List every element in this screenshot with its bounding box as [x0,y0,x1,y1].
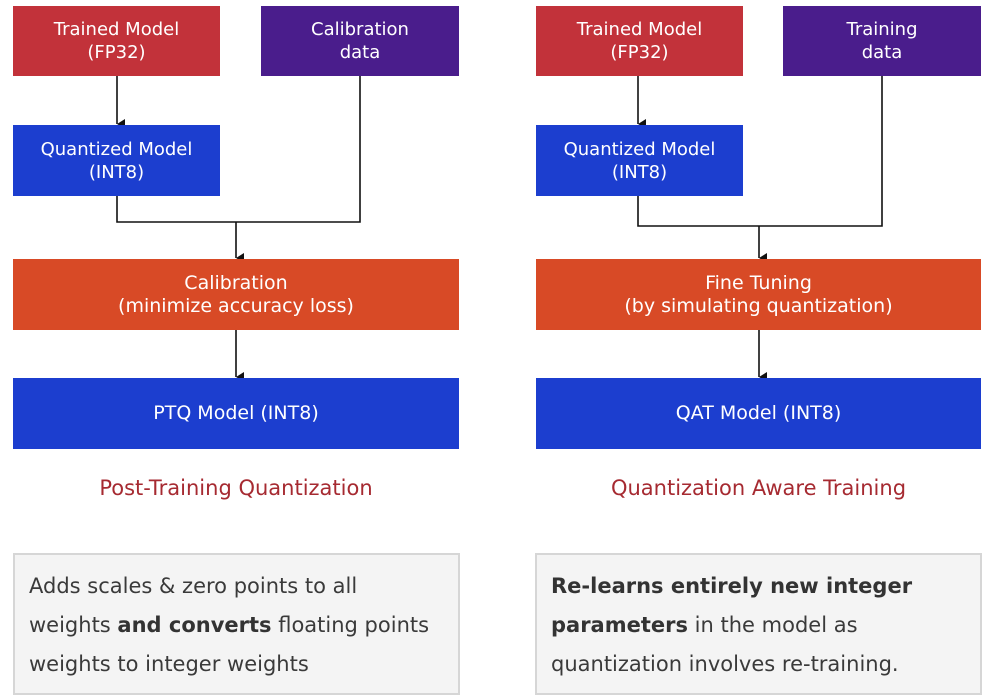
ptq-result-model-box: PTQ Model (INT8) [13,378,459,449]
qat-quantized-model-title: Quantized Model [563,138,716,160]
qat-description-emphasis: Re-learns entirely new integer parameter… [551,574,913,637]
qat-merge-line [637,76,883,227]
qat-training-data-title: Training [846,19,918,40]
ptq-trained-model-title: Trained Model [53,19,180,40]
qat-result-model-label: QAT Model (INT8) [675,402,842,424]
ptq-calibration-data-box: Calibration data [261,6,459,76]
ptq-description-text-1: Adds scales & zero points to all weights [29,574,358,637]
qat-quantized-model-box: Quantized Model (INT8) [536,125,743,196]
ptq-quantized-model-precision: (INT8) [88,161,145,183]
qat-quantized-model-precision: (INT8) [611,161,668,183]
ptq-description-text-2: floating points weights to integer weigh… [29,613,430,676]
ptq-quantized-model-box: Quantized Model (INT8) [13,125,220,196]
qat-fine-tuning-subtitle: (by simulating quantization) [624,294,893,317]
ptq-quantized-model-title: Quantized Model [40,138,193,160]
qat-description-text: in the model as quantization involves re… [551,613,899,676]
ptq-merge-line [116,76,361,223]
qat-trained-model-precision: (FP32) [610,42,669,63]
ptq-trained-model-box: Trained Model (FP32) [13,6,220,76]
ptq-calibration-data-title: Calibration [311,19,409,40]
qat-training-data-subtitle: data [861,42,903,63]
ptq-calibration-box: Calibration (minimize accuracy loss) [13,259,459,330]
ptq-calibration-data-subtitle: data [339,42,381,63]
ptq-caption: Post-Training Quantization [99,476,373,500]
ptq-result-model-label: PTQ Model (INT8) [153,402,319,424]
qat-description-box: Re-learns entirely new integer parameter… [535,553,982,695]
qat-fine-tuning-box: Fine Tuning (by simulating quantization) [536,259,981,330]
ptq-description-box: Adds scales & zero points to all weights… [13,553,460,695]
ptq-description-emphasis: and converts [117,613,272,637]
qat-trained-model-box: Trained Model (FP32) [536,6,743,76]
qat-training-data-box: Training data [783,6,981,76]
qat-result-model-box: QAT Model (INT8) [536,378,981,449]
ptq-calibration-title: Calibration [184,271,288,294]
ptq-trained-model-precision: (FP32) [87,42,146,63]
qat-fine-tuning-title: Fine Tuning [705,271,812,294]
qat-caption: Quantization Aware Training [610,476,907,500]
ptq-calibration-subtitle: (minimize accuracy loss) [118,294,354,317]
qat-trained-model-title: Trained Model [576,19,703,40]
